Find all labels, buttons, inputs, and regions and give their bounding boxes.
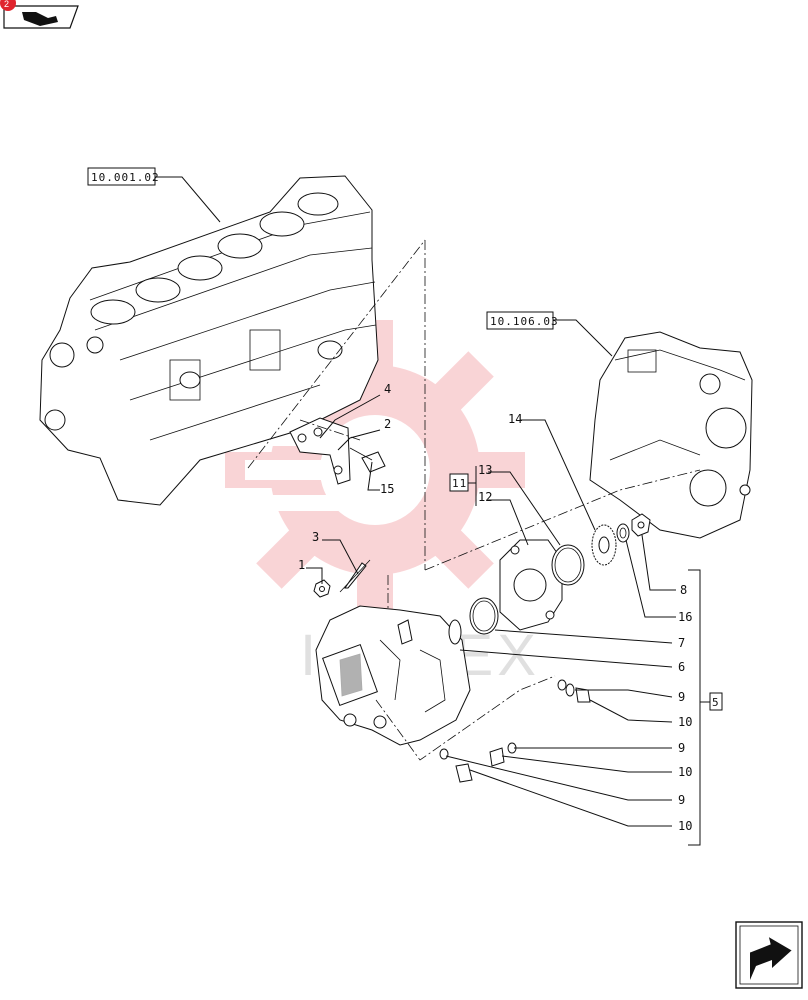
svg-text:10.106.03: 10.106.03 xyxy=(490,315,559,328)
o-ring-13 xyxy=(551,544,585,586)
ref-box-engine-block[interactable]: 10.001.02 xyxy=(87,167,160,186)
callout-8: 8 xyxy=(680,583,687,597)
callout-1: 1 xyxy=(298,558,305,572)
flange xyxy=(499,539,563,631)
callout-9a: 9 xyxy=(678,690,685,704)
next-page-arrow-icon[interactable] xyxy=(735,921,803,989)
injection-pump xyxy=(315,605,471,746)
front-cover-housing xyxy=(589,331,753,539)
o-ring-7 xyxy=(469,597,499,635)
ref-box-front-cover[interactable]: 10.106.03 xyxy=(486,311,559,330)
callout-16: 16 xyxy=(678,610,692,624)
callout-10b: 10 xyxy=(678,765,692,779)
svg-text:10.001.02: 10.001.02 xyxy=(91,171,160,184)
engine-block xyxy=(39,175,379,506)
callout-13: 13 xyxy=(478,463,492,477)
svg-text:5: 5 xyxy=(712,696,720,709)
bolt-2 xyxy=(349,447,386,473)
callout-6: 6 xyxy=(678,660,685,674)
callout-2: 2 xyxy=(384,417,391,431)
fitting-set-1 xyxy=(557,679,591,703)
fitting-set-2 xyxy=(489,742,517,767)
ref-box-group-5[interactable]: 5 xyxy=(709,692,723,711)
ref-box-group-11[interactable]: 11 xyxy=(449,473,469,492)
callout-7: 7 xyxy=(678,636,685,650)
callout-15: 15 xyxy=(380,482,394,496)
callout-9c: 9 xyxy=(678,793,685,807)
callout-10c: 10 xyxy=(678,819,692,833)
callout-14: 14 xyxy=(508,412,522,426)
callout-10a: 10 xyxy=(678,715,692,729)
alignment-lines xyxy=(247,239,701,761)
callouts: 4 2 15 3 1 14 13 12 8 16 7 6 9 10 9 10 9… xyxy=(298,382,692,833)
washer-16 xyxy=(616,523,630,543)
svg-text:2: 2 xyxy=(4,0,9,9)
callout-12: 12 xyxy=(478,490,492,504)
nut-8 xyxy=(631,513,651,537)
fitting-set-3 xyxy=(439,748,473,783)
bracket xyxy=(289,417,351,485)
callout-4: 4 xyxy=(384,382,391,396)
book-icon[interactable]: 2 xyxy=(0,0,79,29)
callout-3: 3 xyxy=(312,530,319,544)
nut-1 xyxy=(313,579,331,598)
svg-text:11: 11 xyxy=(452,477,467,490)
gear xyxy=(591,524,617,566)
leader-lines xyxy=(155,176,710,846)
callout-9b: 9 xyxy=(678,741,685,755)
